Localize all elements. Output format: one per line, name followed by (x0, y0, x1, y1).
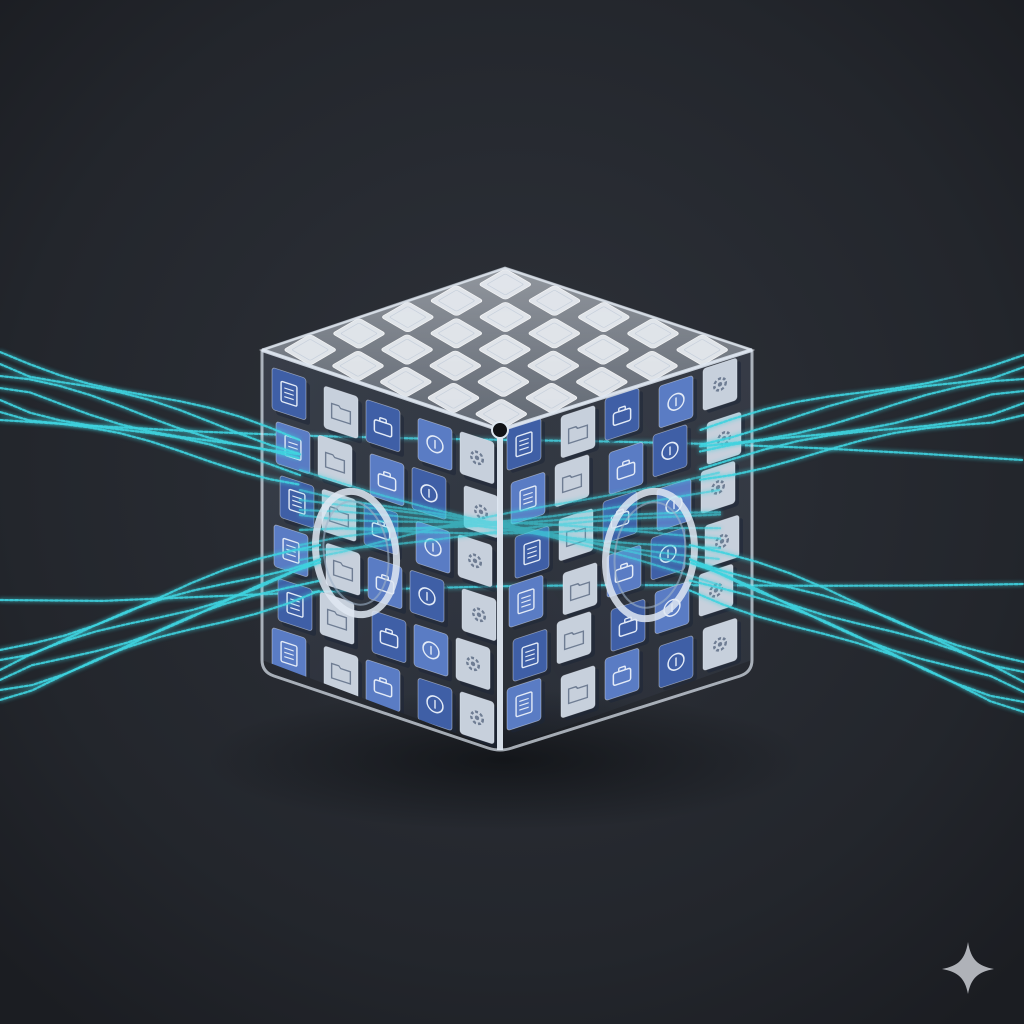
document-tiles-left (271, 367, 500, 749)
document-tile (608, 442, 647, 497)
document-tile (271, 367, 310, 425)
document-tile (604, 388, 643, 443)
document-tile (658, 635, 697, 691)
document-tiles-right (506, 358, 745, 733)
top-tile (527, 350, 580, 381)
document-tile (323, 386, 362, 444)
top-tile (479, 269, 532, 300)
data-streams-front (0, 350, 1024, 714)
document-tile (417, 678, 456, 736)
data-stream-line (698, 353, 1024, 432)
document-tile (365, 399, 404, 457)
data-stream-line (0, 579, 322, 692)
data-stream-line (0, 362, 302, 455)
data-stream-line (0, 589, 322, 702)
document-tile (415, 521, 454, 579)
document-tile (702, 358, 741, 413)
document-tile (371, 610, 410, 668)
top-tile (626, 350, 678, 381)
top-tile (382, 302, 434, 333)
data-stream-line (0, 410, 302, 486)
data-stream-line (298, 513, 722, 552)
document-tile (508, 575, 547, 630)
data-stream-line (698, 389, 1024, 453)
document-tile (365, 659, 404, 717)
data-stream-line (0, 558, 322, 662)
top-tile (475, 399, 528, 429)
document-tile (652, 424, 691, 480)
top-tile (479, 334, 531, 365)
top-tile (577, 334, 629, 365)
document-tile (512, 629, 551, 684)
top-tile (332, 350, 384, 381)
top-tile (528, 285, 581, 316)
data-stream-line (298, 526, 722, 535)
document-tile (459, 691, 498, 749)
document-tile (560, 665, 599, 721)
document-tile (506, 678, 545, 733)
data-stream-line (298, 498, 722, 561)
document-tile (409, 570, 448, 628)
document-tile (560, 405, 599, 461)
top-tile (381, 334, 433, 365)
top-tile (430, 318, 483, 349)
data-stream-line (698, 401, 1024, 471)
top-tile (479, 302, 532, 332)
top-tile (333, 318, 385, 349)
top-tile (477, 366, 530, 397)
data-streams-inner (298, 468, 722, 587)
top-tile (627, 318, 679, 349)
data-stream-line (688, 579, 1024, 704)
cube-glass-edges (260, 266, 754, 752)
top-tile (528, 318, 581, 349)
top-tile (676, 334, 728, 365)
data-stream-line (0, 398, 302, 477)
document-tile (554, 454, 593, 510)
data-stream-line (0, 386, 302, 460)
document-tile (455, 637, 494, 695)
top-tile (427, 382, 480, 413)
data-stream-line (0, 350, 302, 442)
document-tile (369, 453, 408, 511)
data-stream-line (688, 589, 1024, 714)
data-stream-line (698, 413, 1024, 481)
document-tile (562, 562, 601, 618)
document-tiles-top (284, 269, 728, 429)
cube-shadow (205, 690, 805, 830)
data-stream-line (688, 558, 1024, 684)
document-tile (459, 431, 498, 489)
cube-corner-node (491, 421, 509, 439)
top-tile (380, 366, 432, 397)
sparkle-icon (942, 942, 994, 994)
document-tile (604, 648, 643, 703)
document-tile (461, 588, 500, 646)
document-tile (506, 418, 545, 473)
top-tile (576, 366, 628, 397)
top-tile (430, 285, 483, 316)
top-tile (284, 334, 336, 365)
top-tile (525, 382, 578, 413)
left-portal-ring (311, 487, 401, 619)
document-tile (277, 578, 316, 636)
data-stream-line (698, 365, 1024, 446)
document-tile (417, 418, 456, 476)
data-stream-line (0, 544, 322, 652)
data-stream-line (298, 471, 722, 562)
data-stream-line (0, 558, 322, 672)
document-tile (271, 627, 310, 685)
data-stream-line (298, 513, 722, 540)
top-tile (429, 350, 482, 381)
document-tile (556, 611, 595, 667)
document-tile (413, 624, 452, 682)
document-tile (702, 618, 741, 673)
document-tile (658, 375, 697, 431)
data-stream-line (298, 488, 722, 572)
document-tile (457, 534, 496, 592)
top-tile (578, 302, 630, 333)
data-stream-line (688, 544, 1024, 664)
